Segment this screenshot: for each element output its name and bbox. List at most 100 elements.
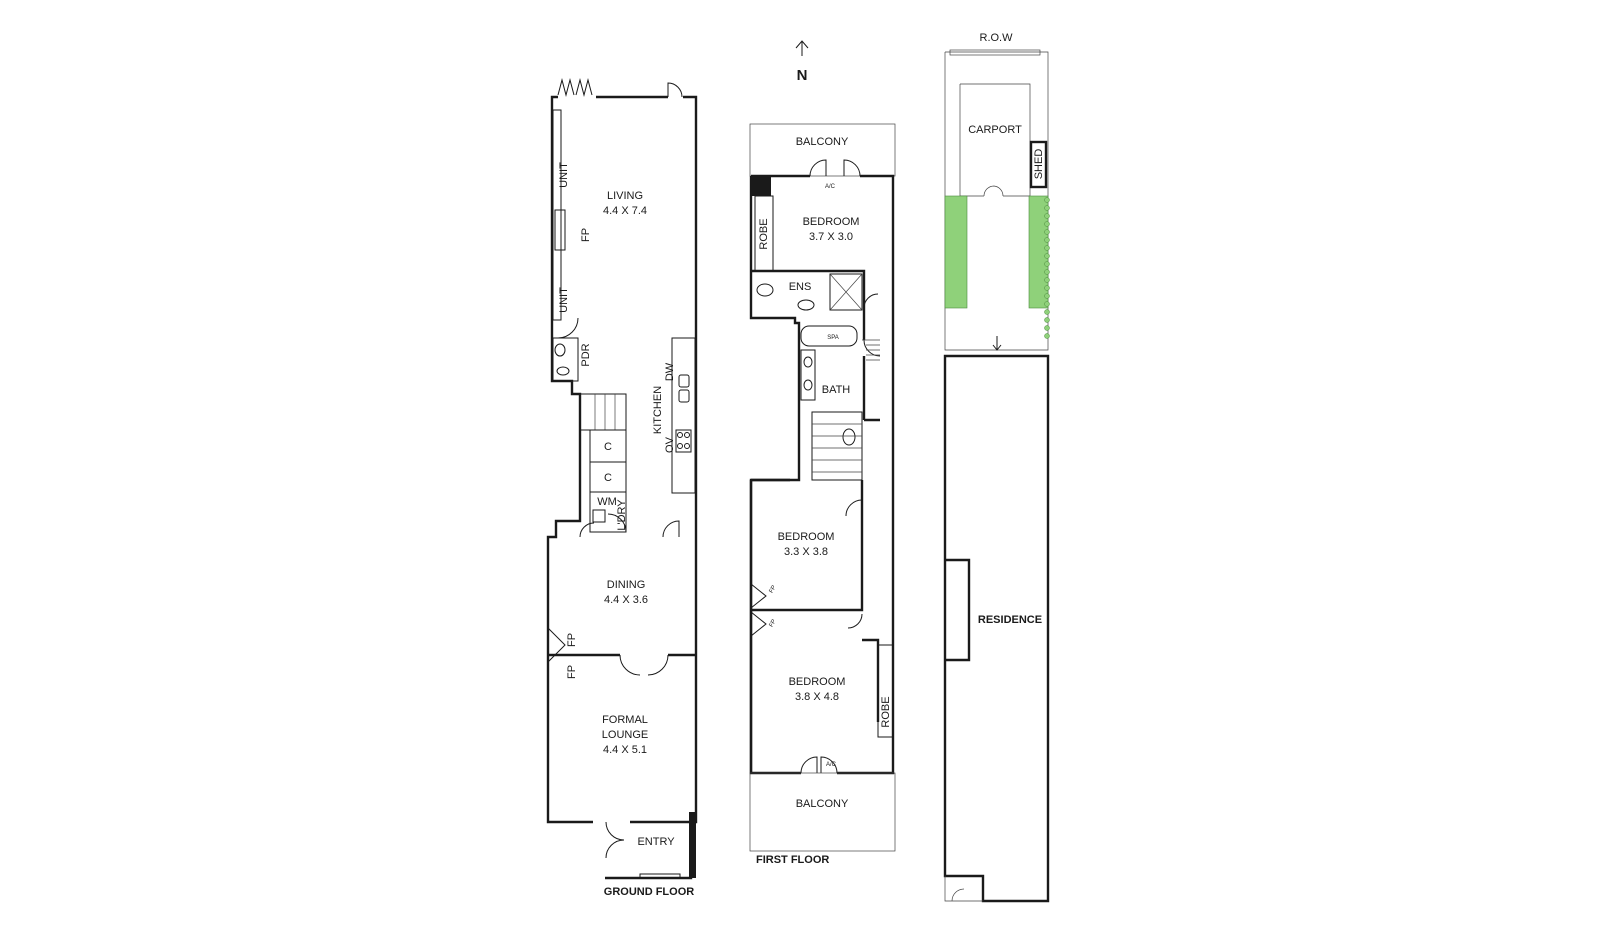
bifold-door-icon	[557, 78, 593, 97]
unit-label: UNIT	[558, 162, 570, 188]
window-icon	[639, 873, 681, 879]
unit-label: UNIT	[558, 287, 570, 313]
pdr-label: PDR	[580, 343, 592, 366]
dw-label: DW	[664, 362, 676, 381]
ground-floor-title: GROUND FLOOR	[604, 886, 694, 898]
shower-icon	[829, 273, 863, 311]
entry-door-icon	[605, 821, 625, 859]
balcony-door-icon	[800, 756, 838, 774]
dining-label: DINING	[607, 579, 646, 591]
balcony-door-icon	[809, 159, 861, 177]
fp-label: FP	[580, 228, 592, 242]
sink-icon	[678, 389, 690, 403]
carport-label: CARPORT	[968, 124, 1022, 136]
door-swing-icon	[951, 888, 965, 902]
living-dims: 4.4 X 7.4	[603, 205, 647, 217]
wall-block	[751, 176, 771, 196]
robe-bottom	[877, 644, 894, 738]
bedroom1-label: BEDROOM	[803, 216, 860, 228]
ground-floor-plan: LIVING 4.4 X 7.4 UNIT UNIT FP PDR KITCHE…	[546, 78, 698, 898]
door-swing-icon	[667, 82, 683, 98]
basin-icon	[797, 299, 815, 311]
robe-bottom-label: ROBE	[880, 696, 892, 727]
bedroom1-dims: 3.7 X 3.0	[809, 231, 853, 243]
fp-label: FP	[566, 633, 578, 647]
door-swing-icon	[557, 317, 579, 339]
cooktop-icon	[675, 429, 692, 453]
entry-wall-block	[689, 812, 696, 878]
row-label: R.O.W	[980, 32, 1014, 44]
cupboard-label: C	[604, 472, 612, 484]
spa-icon	[800, 325, 858, 347]
bath-label: BATH	[822, 384, 851, 396]
door-swing-icon	[863, 293, 879, 309]
hedge-right	[1028, 195, 1049, 309]
first-floor-title: FIRST FLOOR	[756, 854, 829, 866]
ov-label: OV	[664, 436, 676, 453]
ens-label: ENS	[789, 281, 812, 293]
spa-label: SPA	[827, 335, 839, 341]
formal-lounge-dims: 4.4 X 5.1	[603, 744, 647, 756]
door-swing-icon	[579, 522, 595, 538]
shed-label: SHED	[1033, 149, 1045, 180]
balcony-top-label: BALCONY	[796, 136, 849, 148]
living-label: LIVING	[607, 190, 643, 202]
balcony-top	[749, 123, 896, 177]
bedroom2-dims: 3.3 X 3.8	[784, 546, 828, 558]
cupboard-label: C	[604, 441, 612, 453]
dining-dims: 4.4 X 3.6	[604, 594, 648, 606]
first-floor-plan: BALCONY A/C ROBE BEDROOM 3.7 X 3.0 ENS S…	[749, 123, 896, 866]
bedroom2-label: BEDROOM	[778, 531, 835, 543]
stairs	[811, 411, 863, 481]
laundry-label: L'DRY	[616, 499, 628, 531]
unit-cabinet	[552, 109, 562, 321]
shrub-dots	[1044, 197, 1050, 339]
wm-label: WM	[597, 496, 617, 508]
shed	[1029, 140, 1048, 189]
fp-label: FP	[769, 585, 778, 595]
kitchen-label: KITCHEN	[652, 386, 664, 434]
door-swing-icon	[607, 513, 627, 533]
door-swing-icon	[847, 613, 863, 629]
fireplace-living	[554, 209, 566, 251]
double-door-icon	[619, 654, 669, 676]
hedge-left	[944, 195, 968, 309]
vanity-icon	[800, 349, 816, 401]
formal-lounge-label: FORMAL	[602, 714, 648, 726]
bedroom3-label: BEDROOM	[789, 676, 846, 688]
residence-label: RESIDENCE	[978, 614, 1042, 626]
door-swing-icon	[662, 520, 680, 538]
toilet-icon	[842, 428, 856, 446]
door-swing-icon	[863, 339, 881, 357]
north-arrow-icon: N	[795, 40, 809, 84]
gate-icon	[949, 49, 1041, 56]
entry-label: ENTRY	[637, 836, 675, 848]
toilet-icon	[554, 343, 566, 357]
robe-top-label: ROBE	[758, 218, 770, 249]
ac-label: A/C	[825, 184, 836, 190]
basin-icon	[556, 366, 570, 376]
laundry-room	[589, 491, 627, 533]
toilet-icon	[756, 283, 774, 297]
formal-lounge-label-2: LOUNGE	[602, 729, 648, 741]
north-label: N	[797, 67, 808, 84]
pdr-room	[552, 337, 579, 382]
fireplace-dining	[547, 626, 566, 664]
fp-label: FP	[769, 619, 778, 629]
balcony-bottom	[749, 772, 896, 852]
balcony-bottom-label: BALCONY	[796, 798, 849, 810]
bedroom3-dims: 3.8 X 4.8	[795, 691, 839, 703]
tub-icon	[592, 509, 606, 523]
ac-label: A/C	[826, 762, 837, 768]
sink-icon	[678, 374, 690, 388]
site-plan: R.O.W CARPORT SHED RESIDENCE	[943, 32, 1050, 903]
arrow-icon	[992, 336, 1002, 351]
kitchen-bench	[671, 337, 696, 494]
door-swing-icon	[845, 499, 863, 517]
stair-under	[579, 393, 627, 431]
fp-label: FP	[566, 665, 578, 679]
fireplace-bed3	[750, 610, 767, 638]
fireplace-bed2	[750, 582, 767, 610]
door-swing-icon	[983, 185, 1004, 197]
